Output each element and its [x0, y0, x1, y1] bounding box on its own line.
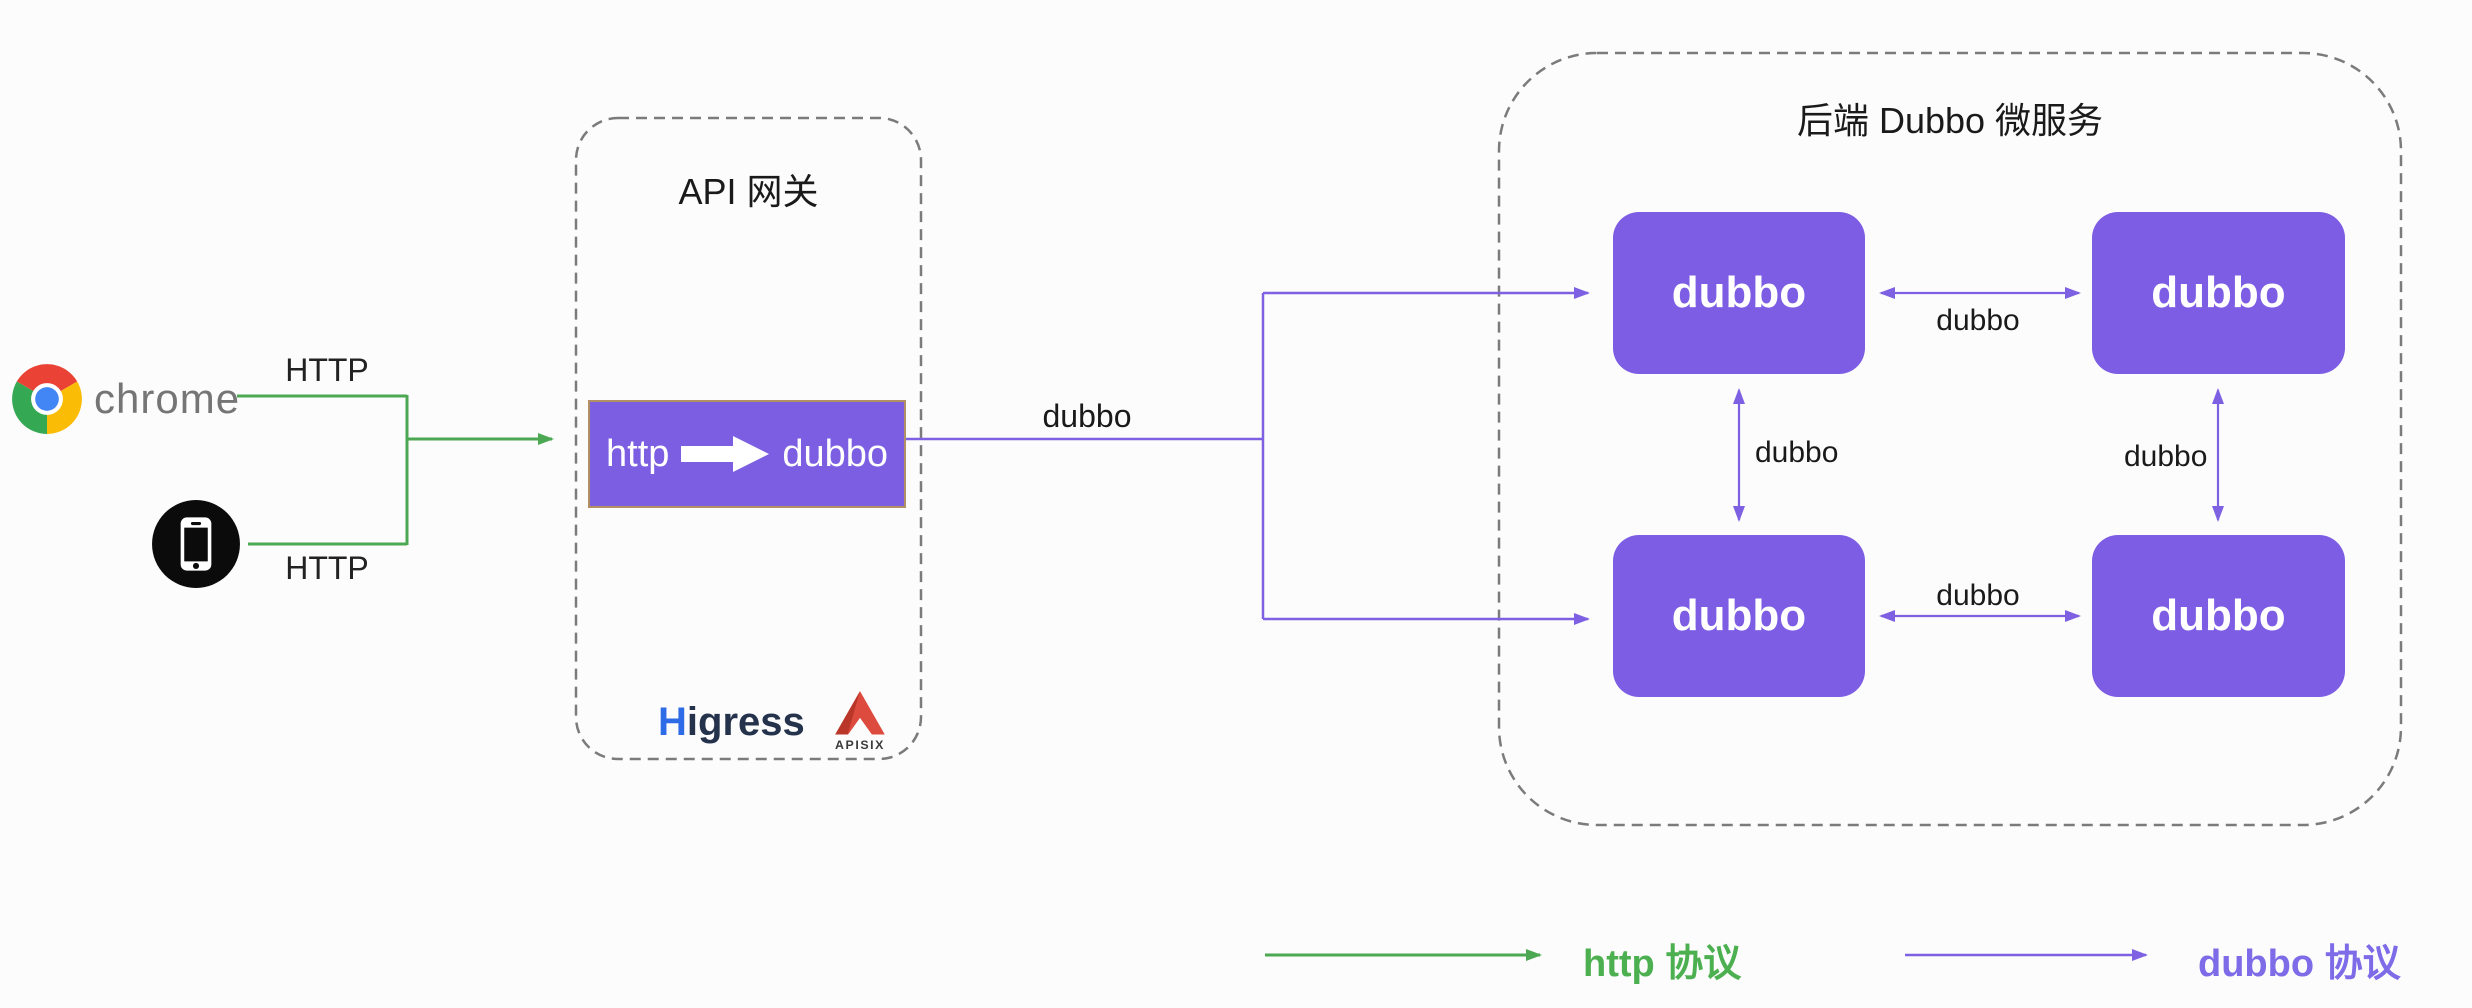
mesh-link-label-bottom: dubbo	[1936, 579, 2020, 612]
gateway-backend-link-label: dubbo	[1042, 398, 1132, 434]
mesh-arrows	[1733, 287, 2224, 622]
mesh-link-label-left: dubbo	[1755, 436, 1839, 469]
mesh-link-label-top: dubbo	[1936, 304, 2020, 337]
dubbo-node-bottom-left: dubbo	[1613, 535, 1865, 697]
http-label-top: HTTP	[285, 352, 369, 388]
gateway-logos: Higress APISIX	[658, 688, 889, 752]
higress-logo: Higress	[658, 702, 805, 752]
dubbo-flow-lines	[906, 287, 1590, 625]
dubbo-node-bottom-right: dubbo	[2092, 535, 2345, 697]
api-gateway-boundary	[574, 116, 923, 761]
legend-http-label: http 协议	[1583, 943, 1742, 985]
apisix-logo-icon: APISIX	[835, 691, 885, 752]
http-to-dubbo-converter: http dubbo	[588, 400, 906, 508]
dubbo-node-top-left: dubbo	[1613, 212, 1865, 374]
http-label-bottom: HTTP	[285, 550, 369, 586]
chrome-client: chrome	[10, 361, 240, 437]
chrome-logo-icon	[12, 364, 82, 434]
converter-to-label: dubbo	[782, 432, 888, 475]
higress-logo-text: igress	[686, 700, 805, 744]
legend-dubbo-label: dubbo 协议	[2198, 943, 2401, 985]
http-flow-lines	[237, 394, 554, 546]
apisix-logo-label: APISIX	[835, 738, 885, 752]
right-block-arrow-icon	[680, 436, 769, 472]
mobile-client	[150, 498, 242, 595]
backend-title: 后端 Dubbo 微服务	[1796, 100, 2104, 141]
higress-logo-h: H	[658, 700, 687, 744]
chrome-label: chrome	[94, 375, 241, 422]
backend-boundary	[1497, 51, 2403, 827]
converter-from-label: http	[606, 432, 670, 475]
mesh-link-label-right: dubbo	[2124, 440, 2208, 473]
phone-icon	[152, 500, 240, 588]
gateway-title: API 网关	[678, 171, 819, 212]
dubbo-node-top-right: dubbo	[2092, 212, 2345, 374]
